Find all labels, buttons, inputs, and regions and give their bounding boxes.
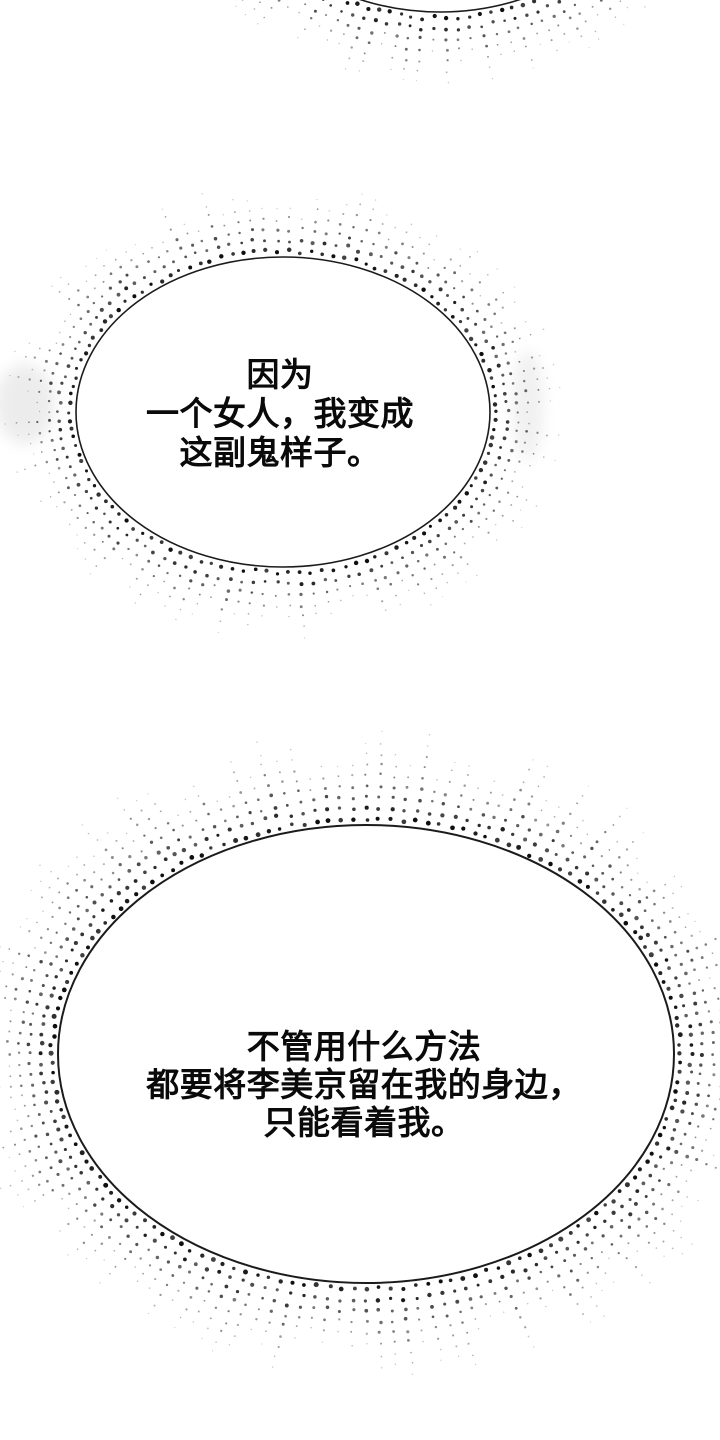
top-bubble-outline: [359, 0, 521, 13]
speech-bubble-2: [0, 730, 720, 1375]
right-shadow-smudge: [512, 350, 544, 460]
speech-bubble-1-text: 因为 一个女人，我变成 这副鬼样子。: [70, 355, 490, 472]
top-bubble-partial: [235, 0, 646, 84]
shadow-smudges: [0, 350, 544, 460]
speech-line: 因为: [246, 356, 314, 393]
speech-bubble-2-outline: [57, 824, 675, 1284]
speech-bubble-1-outline: [75, 256, 491, 568]
speech-line: 这副鬼样子。: [179, 434, 381, 471]
speech-bubble-2-text: 不管用什么方法 都要将李美京留在我的身边， 只能看着我。: [64, 1028, 664, 1142]
speech-line: 都要将李美京留在我的身边，: [146, 1066, 582, 1103]
speech-line: 只能看着我。: [263, 1104, 465, 1141]
speech-bubble-1: [4, 193, 561, 639]
left-shadow-smudge: [0, 364, 55, 444]
speech-line: 一个女人，我变成: [146, 395, 414, 432]
speech-line: 不管用什么方法: [246, 1028, 482, 1065]
